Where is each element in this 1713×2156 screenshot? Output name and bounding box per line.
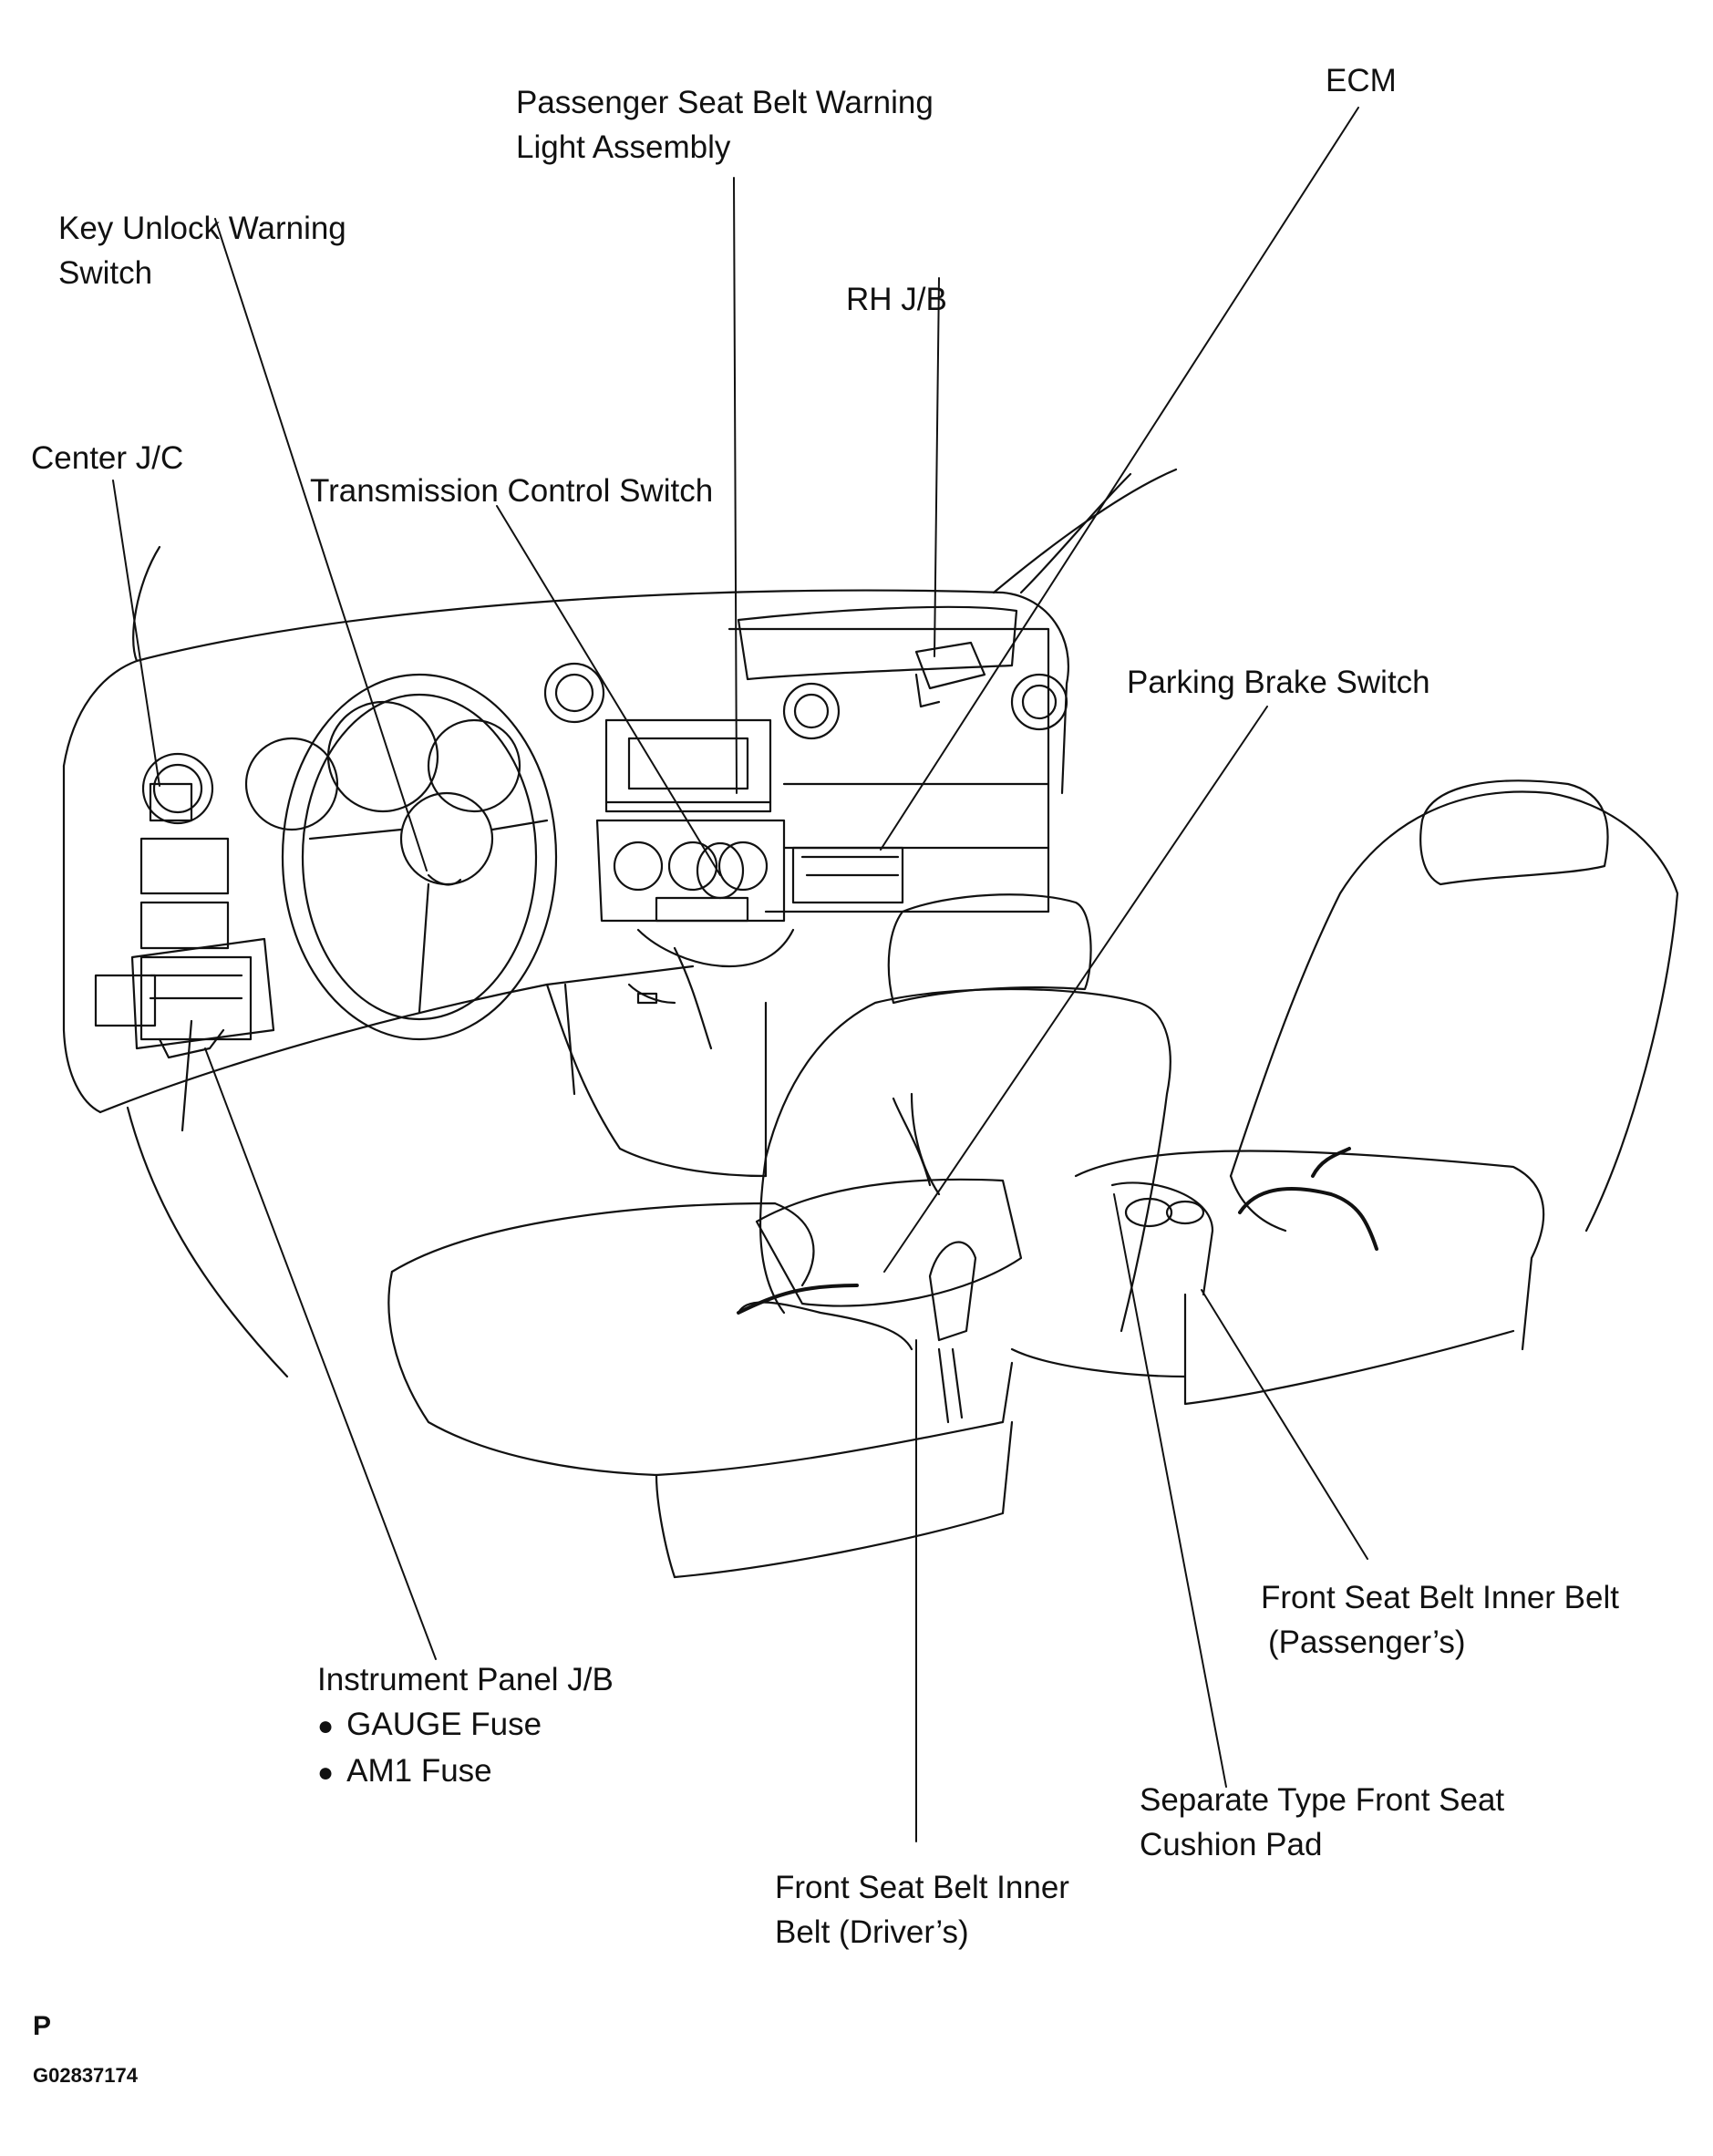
- label-rh-jb: RH J/B: [846, 282, 947, 317]
- am1-fuse-item: AM1 Fuse: [317, 1749, 614, 1795]
- leader-lines: [112, 107, 1368, 1842]
- leader-instrument-jb: [204, 1047, 437, 1660]
- label-instrument-panel-jb: Instrument Panel J/B GAUGE Fuse AM1 Fuse: [317, 1657, 614, 1795]
- label-center-jc: Center J/C: [31, 440, 184, 476]
- label-cushion-pad: Separate Type Front Seat Cushion Pad: [1140, 1782, 1505, 1862]
- seats-outline: [387, 779, 1679, 1579]
- leader-key-unlock: [214, 218, 428, 872]
- label-key-unlock-warning-switch: Key Unlock Warning Switch: [58, 211, 346, 291]
- leader-parking-brake: [883, 706, 1268, 1273]
- gauge-fuse-item: GAUGE Fuse: [317, 1702, 614, 1749]
- leader-ecm: [880, 107, 1359, 851]
- leader-center-jc: [112, 480, 160, 787]
- dashboard-outline: [62, 468, 1178, 1378]
- footer-code: P: [33, 2011, 52, 2041]
- label-transmission-control-switch: Transmission Control Switch: [310, 473, 714, 509]
- leader-inner-belt-passenger: [1201, 1289, 1368, 1560]
- leader-transmission: [496, 505, 721, 876]
- label-inner-belt-driver: Front Seat Belt Inner Belt (Driver’s): [775, 1870, 1069, 1950]
- label-parking-brake-switch: Parking Brake Switch: [1127, 665, 1430, 700]
- leader-rh-jb: [934, 277, 940, 657]
- label-inner-belt-passenger: Front Seat Belt Inner Belt (Passenger’s): [1261, 1580, 1619, 1660]
- label-passenger-warning-light: Passenger Seat Belt Warning Light Assemb…: [516, 85, 934, 165]
- leader-cushion-pad: [1113, 1193, 1227, 1788]
- figure-id: G02837174: [33, 2064, 138, 2087]
- leader-passenger-light: [733, 177, 738, 794]
- label-ecm: ECM: [1326, 63, 1397, 98]
